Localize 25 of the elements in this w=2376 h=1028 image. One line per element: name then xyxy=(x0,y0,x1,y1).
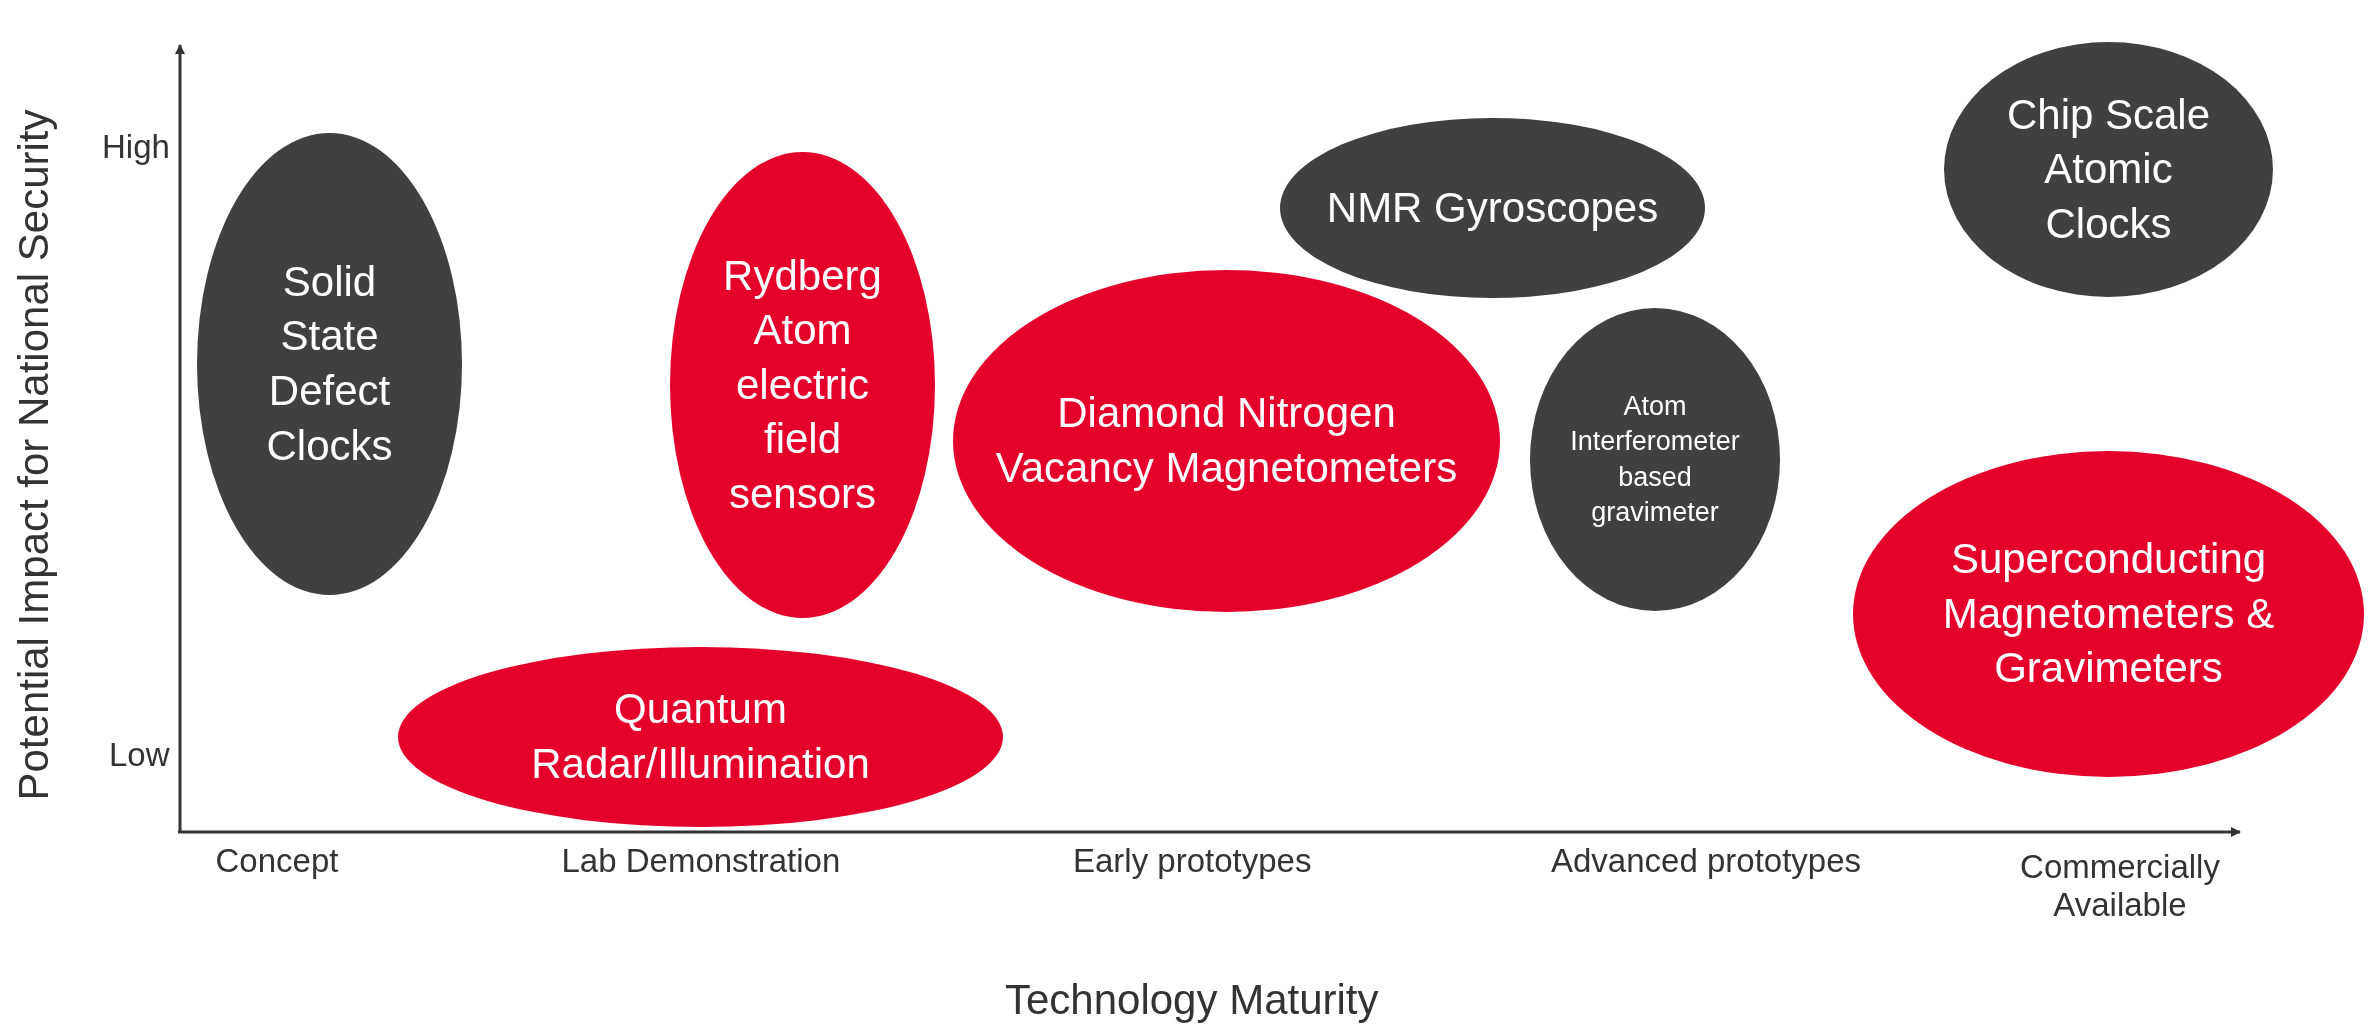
tick-label: Early prototypes xyxy=(1073,842,1312,880)
tick-label: Low xyxy=(109,736,170,774)
bubble-ellipse xyxy=(1944,42,2273,297)
tick-label: High xyxy=(102,128,170,166)
tick-label: Commercially Available xyxy=(2019,848,2221,924)
bubble-label: Rydberg Atom electric field sensors xyxy=(722,250,883,519)
bubble-ellipse xyxy=(670,152,935,618)
bubble-label: Superconducting Magnetometers & Gravimeters xyxy=(1941,534,2276,694)
bubble-ellipse xyxy=(398,647,1003,827)
bubble-ellipse xyxy=(197,133,462,595)
tick-label: Lab Demonstration xyxy=(561,842,841,880)
bubble-label: Solid State Defect Clocks xyxy=(265,256,394,471)
tick-label: Advanced prototypes xyxy=(1551,842,1862,880)
bubble-ellipse xyxy=(1280,118,1705,298)
bubble-label: Chip Scale Atomic Clocks xyxy=(2005,89,2212,249)
axis-title: Technology Maturity xyxy=(1005,976,1379,1024)
tick-label: Concept xyxy=(215,842,339,880)
bubble-label: NMR Gyroscopes xyxy=(1326,182,1659,233)
axis-title: Potential Impact for National Security xyxy=(9,109,57,801)
bubble-ellipse xyxy=(953,270,1500,612)
bubble-label: Diamond Nitrogen Vacancy Magnetometers xyxy=(994,388,1459,493)
bubble-ellipse xyxy=(1530,308,1780,611)
bubble-label: Quantum Radar/Illumination xyxy=(530,684,871,789)
bubble-label: Atom Interferometer based gravimeter xyxy=(1569,390,1741,529)
bubble-ellipse xyxy=(1853,451,2364,777)
